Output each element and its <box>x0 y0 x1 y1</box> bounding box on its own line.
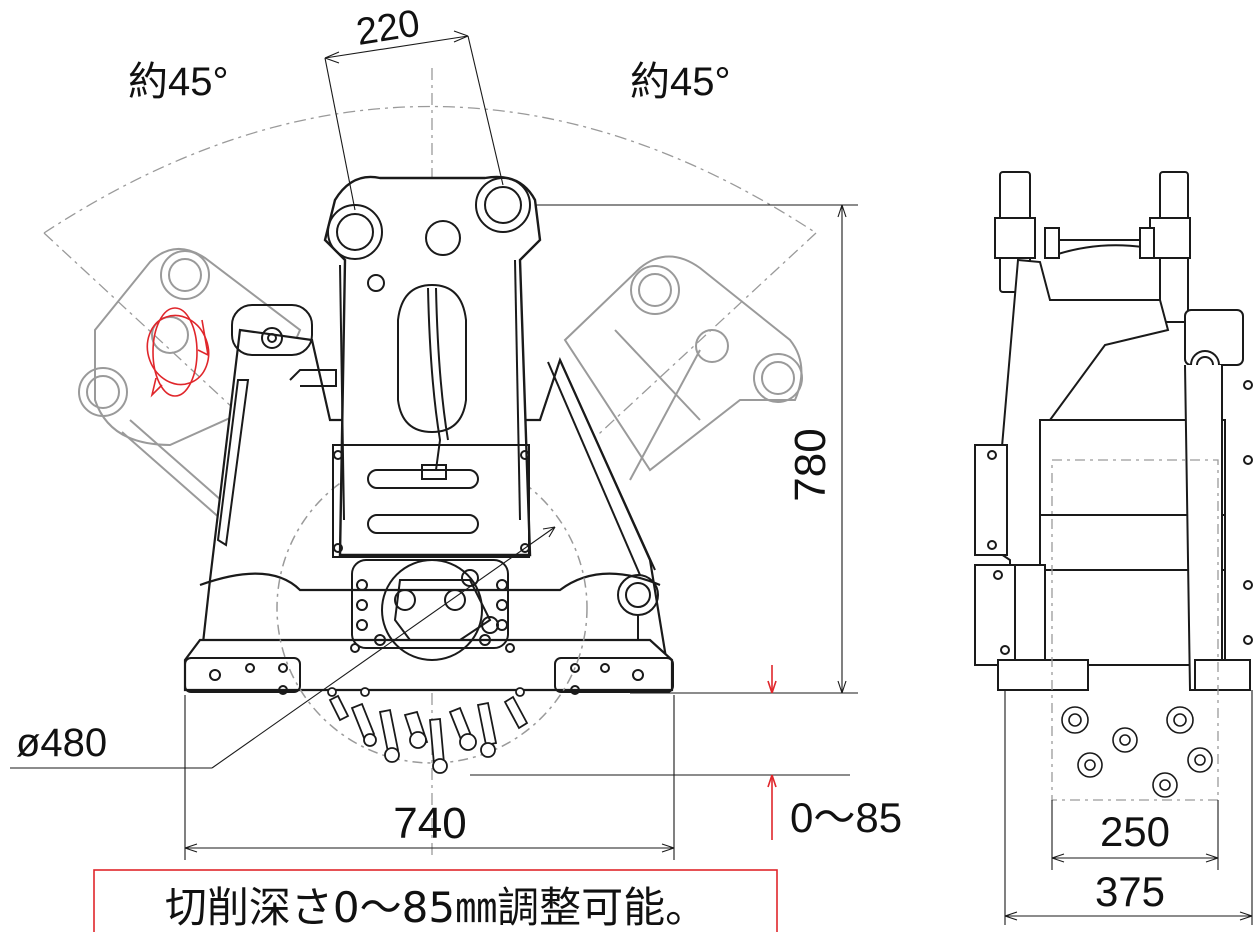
left-lever <box>216 304 337 547</box>
depth-arrows <box>767 665 777 840</box>
width-dim-label: 740 <box>393 799 466 848</box>
pin-spacing-label: 220 <box>354 2 423 53</box>
note-text: 切削深さ0〜85㎜調整可能。 <box>165 883 707 932</box>
height-dim-label: 780 <box>786 428 835 501</box>
drum-diameter-label: ø480 <box>16 721 107 765</box>
side-view-picks <box>1061 706 1213 798</box>
angle-right-label: 約45° <box>630 60 731 104</box>
side-width-inner-label: 250 <box>1100 808 1170 855</box>
cutter-picks <box>327 687 529 774</box>
angle-left-label: 約45° <box>128 60 229 104</box>
note-box <box>93 869 778 932</box>
side-view-dimensions <box>1004 690 1253 925</box>
right-valve <box>547 359 659 640</box>
side-width-outer-label: 375 <box>1095 868 1165 915</box>
ghost-arm-left <box>78 247 302 521</box>
side-view <box>974 171 1253 691</box>
bracket-details <box>327 177 531 558</box>
dimension-lines <box>10 30 858 860</box>
rotation-arrow-icon <box>146 307 210 398</box>
motor-hub <box>350 559 515 661</box>
depth-range-label: 0〜85 <box>790 794 902 841</box>
ghost-arm-right <box>563 255 803 481</box>
base-plates <box>184 657 674 695</box>
